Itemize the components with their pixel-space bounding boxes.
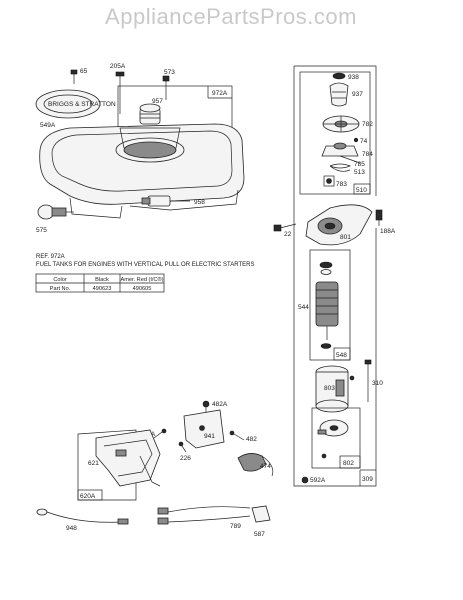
table-cell-black-part: 490623 [93,286,112,292]
label-74: 74 [360,138,368,145]
label-573: 573 [164,69,175,76]
label-957: 957 [152,98,163,105]
label-938: 938 [348,74,359,81]
label-549a: 549A [40,122,56,129]
label-544: 544 [298,304,309,311]
clip-587 [251,505,271,523]
label-310: 310 [372,380,383,387]
label-575: 575 [36,227,47,234]
label-803: 803 [324,385,335,392]
label-188a: 188A [380,228,396,235]
part-186a [153,431,163,439]
part-474 [237,453,267,472]
screw-226 [181,445,187,453]
table-header-black: Black [95,277,109,283]
label-65: 65 [80,68,88,75]
label-621: 621 [88,460,99,467]
box-620a [77,429,137,501]
table-cell-partno: Part No. [50,286,71,292]
fuel-tank-group: 972A 957 65 205A 573 BRIGGS & STRATTON 5 [35,63,245,234]
label-782: 782 [362,121,373,128]
washer-548-top [319,261,333,269]
label-937: 937 [352,91,363,98]
label-22: 22 [284,231,292,238]
color-part-table: Color Black Amer. Red (I/C®) Part No. 49… [35,273,165,293]
label-941: 941 [204,433,215,440]
screw-482a [202,400,210,408]
box-548 [309,249,351,361]
label-205a: 205A [110,63,126,70]
label-958: 958 [194,199,205,206]
label-513: 513 [354,169,365,176]
label-482: 482 [246,436,257,443]
label-972a: 972A [212,90,228,97]
label-801: 801 [340,234,351,241]
label-548: 548 [336,352,347,359]
label-474: 474 [260,463,271,470]
label-226: 226 [180,455,191,462]
label-802: 802 [343,460,354,467]
table-header-color: Color [53,277,67,283]
fuel-valve-958 [147,195,171,207]
label-789: 789 [230,523,241,530]
note-description: FUEL TANKS FOR ENGINES WITH VERTICAL PUL… [36,262,254,268]
label-309: 309 [362,476,373,483]
part-592a [301,476,309,484]
label-482a: 482A [212,401,228,408]
table-header-red: Amer. Red (I/C®) [121,276,164,283]
label-948: 948 [66,525,77,532]
part-74 [353,137,359,143]
box-802 [311,407,361,469]
screw-482 [233,433,245,441]
note-ref: REF. 972A [36,254,65,260]
part-575 [37,204,55,220]
armature-544 [315,281,339,327]
control-plate-621 [95,429,161,487]
watermark-text: AppliancePartsPros.com [105,4,357,29]
label-592a: 592A [310,477,326,484]
part-188a [375,209,383,221]
box-510 [299,71,371,195]
spring-513 [329,163,351,172]
part-783 [326,178,332,184]
screw-22 [279,223,297,229]
label-783: 783 [336,181,347,188]
fuel-tank [39,123,245,205]
label-510: 510 [356,187,367,194]
wire-948 [36,508,48,516]
wire-harness-789 [167,506,251,513]
label-784: 784 [362,151,373,158]
label-587: 587 [254,531,265,538]
decal-logo-text: BRIGGS & STRATTON [48,101,116,108]
part-938 [332,72,346,80]
frame-309 [293,65,377,487]
part-937 [329,82,349,107]
starter-group: 510 938 937 782 74 784 785 513 783 80 [273,65,396,487]
label-785: 785 [354,161,365,168]
control-bracket-group: 482A 941 482 226 186A 620A 621 474 [36,400,274,538]
table-cell-red-part: 490605 [133,286,152,292]
label-620a: 620A [80,493,96,500]
